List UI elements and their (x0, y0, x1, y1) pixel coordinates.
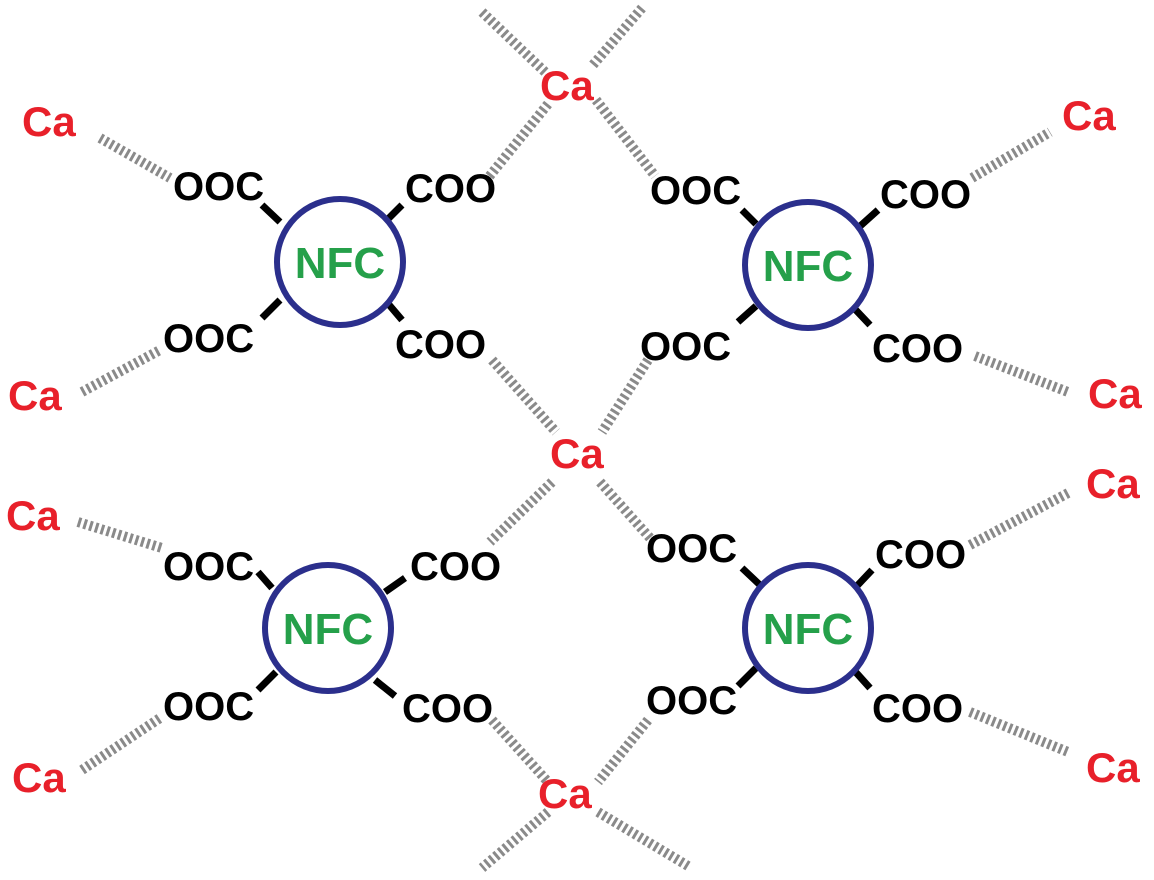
ionic-bond (588, 4, 646, 70)
carboxylate-label: COO (872, 687, 963, 731)
calcium-ion: Ca (1088, 370, 1142, 417)
covalent-bond (255, 669, 279, 693)
carboxylate-label: OOC (163, 317, 254, 361)
covalent-bond (855, 207, 881, 231)
carboxylate-label: OOC (646, 679, 737, 723)
ionic-bond (595, 807, 691, 871)
nfc-ring (274, 196, 406, 328)
ionic-bond (79, 713, 163, 775)
carboxylate-label: OOC (173, 165, 264, 209)
ionic-bond (478, 808, 552, 872)
ionic-bond (594, 716, 652, 786)
calcium-ion: Ca (12, 754, 66, 801)
carboxylate-label: OOC (163, 685, 254, 729)
calcium-ion-bridge-bottom: Ca (538, 770, 592, 817)
ionic-bond (597, 357, 653, 435)
ionic-bond (76, 517, 164, 553)
nfc-unit: NFC (274, 196, 406, 328)
nfc-unit: NFC (742, 199, 874, 331)
carboxylate-label: COO (405, 167, 496, 211)
nfc-unit: NFC (742, 562, 874, 694)
nfc-label: NFC (295, 239, 385, 288)
carboxylate-label: COO (880, 173, 971, 217)
calcium-ion: Ca (1062, 92, 1116, 139)
carboxylate-labels: OOC COO OOC COO OOC COO OOC COO OOC COO … (163, 165, 971, 731)
ionic-bond (486, 478, 556, 546)
ionic-bond (488, 716, 552, 786)
covalent-bond (735, 665, 759, 689)
nfc-label: NFC (283, 605, 373, 654)
carboxylate-label: COO (402, 687, 493, 731)
ionic-bond (488, 356, 560, 436)
carboxylate-label: COO (872, 327, 963, 371)
calcium-ion-bridge-middle: Ca (550, 430, 604, 477)
covalent-bond (372, 677, 398, 699)
covalent-bond (259, 202, 283, 225)
ionic-bond (97, 133, 173, 183)
ionic-bond (79, 345, 163, 397)
calcium-ion: Ca (6, 492, 60, 539)
carboxylate-label: OOC (640, 325, 731, 369)
covalent-bond (739, 565, 763, 588)
nfc-unit: NFC (262, 562, 394, 694)
nfc-label: NFC (763, 242, 853, 291)
carboxylate-label: COO (395, 323, 486, 367)
carboxylate-label: OOC (163, 545, 254, 589)
calcium-ion: Ca (8, 372, 62, 419)
ionic-bonds (76, 4, 1073, 872)
carboxylate-label: COO (875, 533, 966, 577)
covalent-bond (259, 297, 283, 321)
calcium-ions: Ca Ca Ca Ca Ca Ca Ca Ca Ca Ca Ca (6, 62, 1142, 817)
carboxylate-label: OOC (646, 527, 737, 571)
covalent-bond (255, 569, 275, 591)
calcium-ion: Ca (1086, 744, 1140, 791)
calcium-ion-bridge-top: Ca (540, 62, 594, 109)
ionic-bond (596, 478, 654, 542)
ionic-bond (592, 96, 659, 180)
covalent-bond (382, 575, 408, 595)
ionic-bond (968, 707, 1070, 757)
calcium-ion: Ca (22, 98, 76, 145)
ionic-bond (478, 8, 549, 76)
ionic-bond (967, 487, 1073, 550)
nfc-label: NFC (763, 605, 853, 654)
carboxylate-label: OOC (650, 169, 741, 213)
covalent-bond (735, 303, 759, 325)
nfc-ring (742, 199, 874, 331)
carboxylate-label: COO (410, 545, 501, 589)
ionic-bond (973, 351, 1070, 397)
ionic-bond (969, 127, 1053, 183)
calcium-ion: Ca (1086, 460, 1140, 507)
covalent-bond (739, 207, 759, 227)
ionic-bond (484, 100, 552, 182)
nfc-ring (742, 562, 874, 694)
nfc-ring (262, 562, 394, 694)
